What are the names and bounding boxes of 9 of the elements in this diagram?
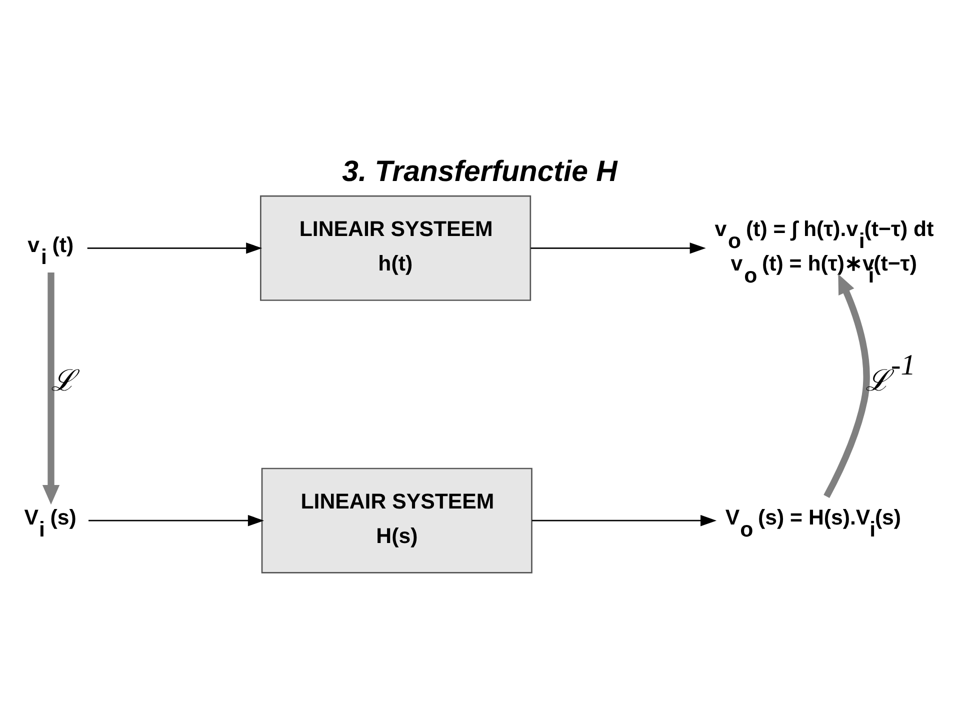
diagram-title: 3. Transferfunctie H bbox=[342, 154, 618, 188]
arrow bbox=[824, 274, 870, 498]
arrow bbox=[42, 272, 60, 504]
arrow bbox=[87, 242, 262, 254]
arrow bbox=[88, 514, 264, 526]
node-box: LINEAIR SYSTEEM H(s) bbox=[261, 467, 532, 573]
arrow bbox=[530, 242, 706, 254]
arrow bbox=[532, 514, 717, 526]
node-box: LINEAIR SYSTEEM h(t) bbox=[260, 194, 532, 300]
